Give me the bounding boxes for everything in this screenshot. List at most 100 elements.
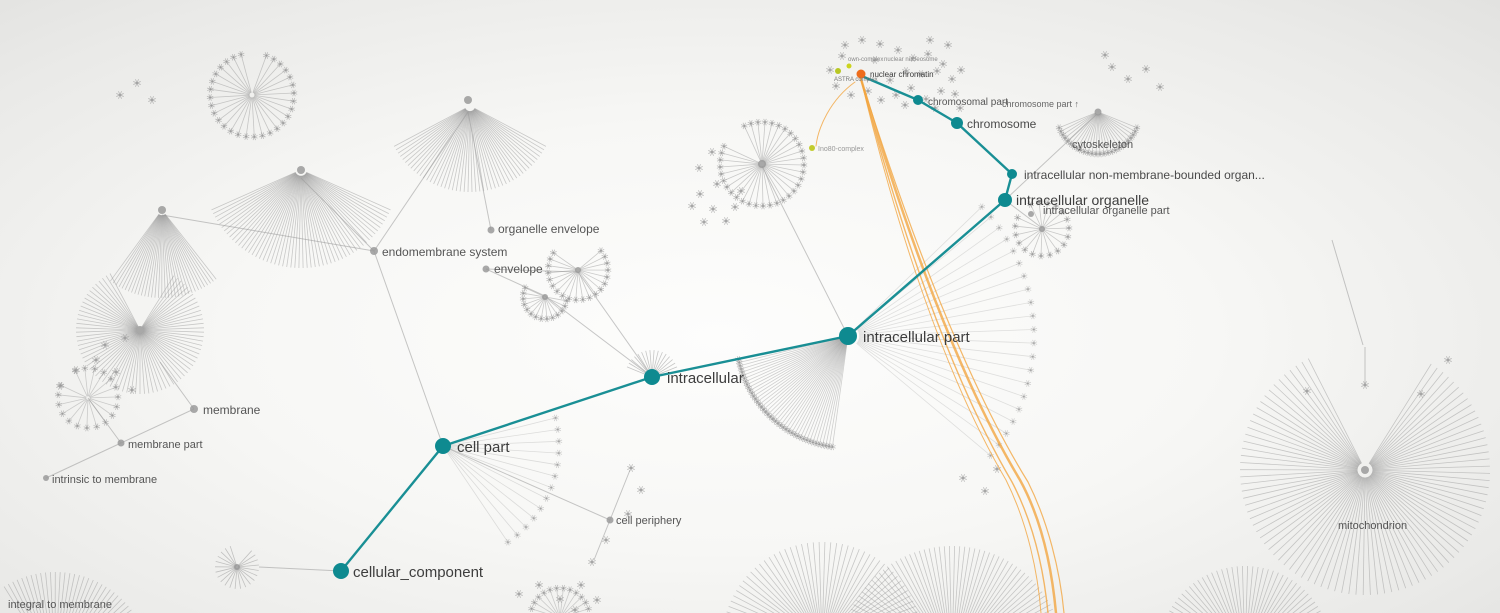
term-label: membrane: [203, 403, 261, 417]
selected-path-edge: [862, 75, 920, 102]
selected-path-edge: [846, 198, 1007, 338]
highlighted-relation-edge: [860, 78, 1065, 613]
path-node-chromosome[interactable]: [951, 117, 963, 129]
term-node-star-icon: [637, 486, 645, 494]
subtree-fan: [54, 364, 122, 432]
term-node[interactable]: [136, 326, 144, 334]
term-node-star-icon: [731, 203, 739, 211]
term-node-star-icon: [556, 595, 564, 603]
term-node[interactable]: [1028, 211, 1034, 217]
gray-edges-layer: [45, 111, 1366, 572]
term-node-star-icon: [892, 91, 900, 99]
term-node-star-icon: [1101, 51, 1109, 59]
path-node-non-membrane-bounded-organelle[interactable]: [1007, 169, 1017, 179]
term-node-star-icon: [907, 84, 915, 92]
path-node-intracellular[interactable]: [644, 369, 660, 385]
graph-edge: [1004, 199, 1043, 229]
ino-complex-node[interactable]: [809, 145, 815, 151]
term-node[interactable]: [542, 294, 548, 300]
term-label: chromosomal part: [928, 97, 1008, 108]
path-node-intracellular-part[interactable]: [839, 327, 857, 345]
term-node[interactable]: [1039, 226, 1045, 232]
term-node-star-icon: [708, 148, 716, 156]
selected-path-edge: [916, 98, 959, 125]
term-label[interactable]: cellular_component: [353, 564, 484, 581]
graph-edge: [373, 250, 444, 447]
highlighted-relation-edge: [815, 81, 856, 147]
highlighted-relation-edge: [860, 78, 1049, 613]
term-node-star-icon: [924, 50, 932, 58]
term-node[interactable]: [1361, 466, 1369, 474]
path-node-chromosomal-part[interactable]: [913, 95, 923, 105]
term-node[interactable]: [464, 96, 472, 104]
term-label: nuclear nucleosome: [884, 57, 938, 63]
term-label[interactable]: intracellular organelle: [1016, 192, 1149, 208]
term-node[interactable]: [482, 265, 490, 273]
term-node-star-icon: [515, 590, 523, 598]
term-node[interactable]: [758, 160, 766, 168]
term-label: cytoskeleton: [1072, 139, 1133, 151]
subtree-fan: [544, 247, 612, 304]
term-node[interactable]: [234, 564, 240, 570]
graph-edge: [593, 519, 611, 561]
term-node[interactable]: [297, 166, 305, 174]
graph-edge: [120, 408, 195, 444]
astra-complex-node[interactable]: [835, 68, 841, 74]
subtree-fan: [393, 108, 547, 193]
term-node[interactable]: [158, 206, 166, 214]
term-label: endomembrane system: [382, 245, 507, 259]
term-node-star-icon: [956, 104, 964, 112]
term-node-star-icon: [937, 87, 945, 95]
term-node-star-icon: [571, 606, 579, 613]
nuclear-chromatin-node[interactable]: [856, 69, 866, 79]
term-node[interactable]: [43, 475, 49, 481]
nucleosome-node[interactable]: [846, 63, 852, 69]
term-node[interactable]: [575, 267, 581, 273]
term-label: envelope: [494, 262, 543, 276]
term-node-star-icon: [133, 79, 141, 87]
term-label[interactable]: intracellular: [667, 370, 744, 387]
term-label: own-complex: [848, 57, 883, 63]
term-node-star-icon: [56, 382, 64, 390]
graph-edge: [161, 214, 375, 252]
term-node[interactable]: [190, 405, 198, 413]
subtree-fan: [1011, 198, 1073, 260]
term-node[interactable]: [1094, 108, 1102, 116]
term-node[interactable]: [370, 247, 378, 255]
term-label[interactable]: cell part: [457, 439, 510, 456]
selected-path-edge: [650, 334, 850, 379]
selected-path-edge: [339, 444, 445, 573]
graph-edge: [1331, 239, 1364, 346]
term-node[interactable]: [606, 516, 614, 524]
subtree-fans-layer: [3, 51, 1491, 613]
term-node-star-icon: [917, 70, 925, 78]
path-node-intracellular-organelle[interactable]: [998, 193, 1012, 207]
term-node-star-icon: [627, 464, 635, 472]
term-node-star-icon: [838, 52, 846, 60]
highlighted-relation-edge: [860, 78, 1042, 613]
graph-edge: [1004, 114, 1097, 201]
subtree-fan: [726, 541, 918, 613]
term-node-star-icon: [847, 91, 855, 99]
term-label: organelle envelope: [498, 222, 600, 236]
term-label: chromosome part ↑: [1002, 99, 1079, 109]
term-node-star-icon: [933, 67, 941, 75]
term-node[interactable]: [117, 439, 125, 447]
subtree-fan: [735, 337, 848, 451]
graph-edge: [300, 177, 375, 252]
flower-nodes-layer: [56, 36, 1452, 613]
term-node[interactable]: [487, 226, 495, 234]
graph-edge: [442, 445, 611, 521]
path-node-cell-part[interactable]: [435, 438, 451, 454]
gray-dots-layer: [43, 96, 1369, 570]
term-node-star-icon: [72, 366, 80, 374]
term-node-star-icon: [1444, 356, 1452, 364]
path-node-cellular_component[interactable]: [333, 563, 349, 579]
labels-layer: cellular_component cell part intracellular…: [8, 57, 1407, 611]
term-node-star-icon: [1142, 65, 1150, 73]
term-label[interactable]: intracellular part: [863, 329, 971, 346]
term-label: mitochondrion: [1338, 520, 1407, 532]
term-node-star-icon: [926, 36, 934, 44]
